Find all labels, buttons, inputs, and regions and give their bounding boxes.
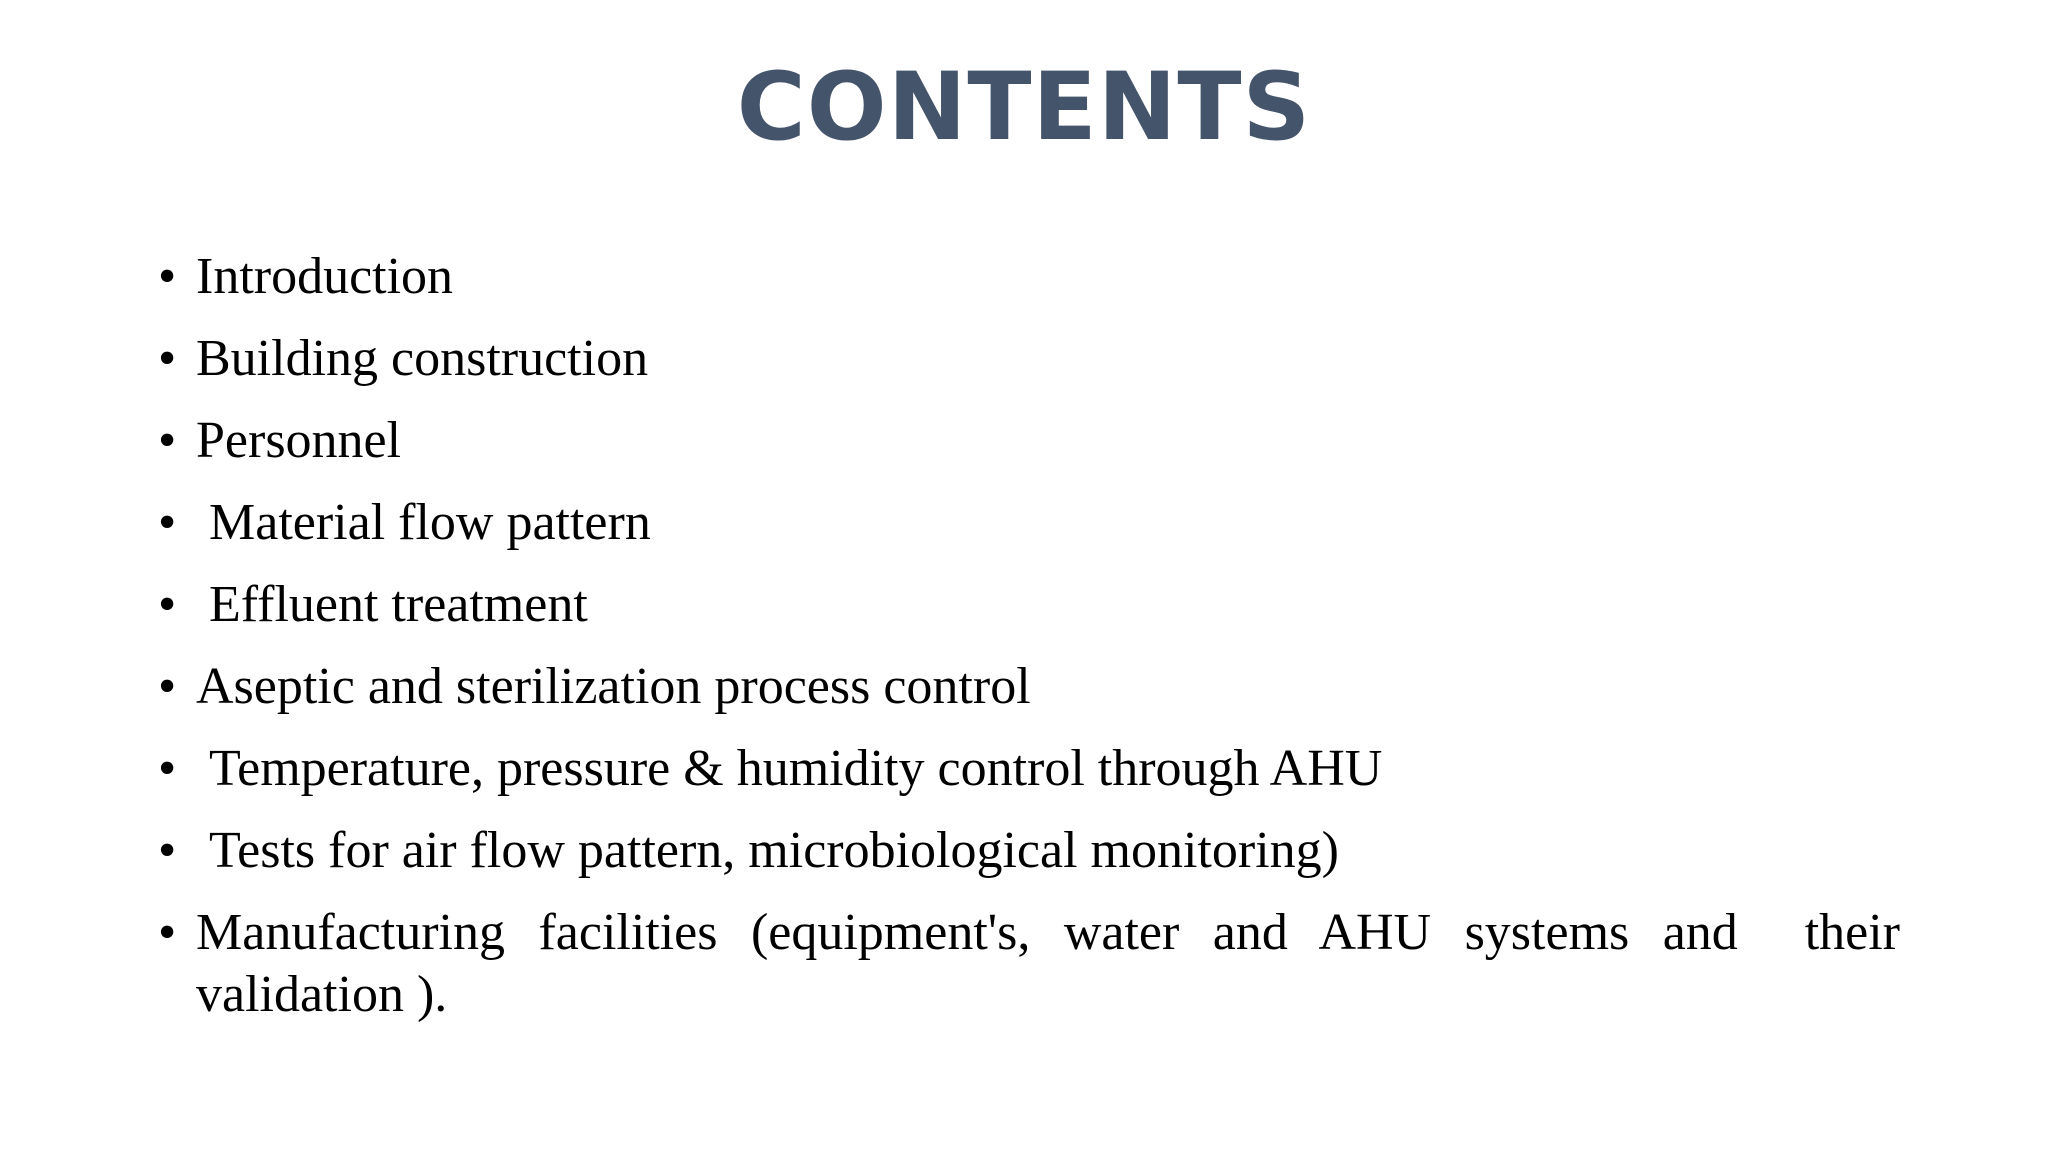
list-item-text: Effluent treatment — [196, 576, 588, 633]
bullet-icon: • — [158, 740, 177, 797]
list-item-text: Temperature, pressure & humidity control… — [196, 740, 1383, 797]
list-item-text: Material flow pattern — [196, 494, 651, 551]
list-item-text: Manufacturing facilities (equipment's, w… — [196, 904, 1913, 1023]
bullet-icon: • — [158, 412, 177, 469]
list-item-text: Tests for air flow pattern, microbiologi… — [196, 822, 1339, 879]
bullet-icon: • — [158, 576, 177, 633]
list-item: • Temperature, pressure & humidity contr… — [150, 738, 1900, 800]
bullet-icon: • — [158, 658, 177, 715]
list-item: • Material flow pattern — [150, 492, 1900, 554]
bullet-icon: • — [158, 904, 177, 961]
list-item: • Manufacturing facilities (equipment's,… — [150, 902, 1900, 1026]
list-item-text: Aseptic and sterilization process contro… — [196, 658, 1031, 715]
list-item-text: Personnel — [196, 412, 402, 469]
list-item-text: Introduction — [196, 248, 454, 305]
bullet-icon: • — [158, 330, 177, 387]
list-item: • Introduction — [150, 246, 1900, 308]
list-item: • Tests for air flow pattern, microbiolo… — [150, 820, 1900, 882]
list-item-text: Building construction — [196, 330, 649, 387]
list-item: • Building construction — [150, 328, 1900, 390]
list-item: • Aseptic and sterilization process cont… — [150, 656, 1900, 718]
list-item: • Effluent treatment — [150, 574, 1900, 636]
bullet-icon: • — [158, 822, 177, 879]
list-item: • Personnel — [150, 410, 1900, 472]
bullet-icon: • — [158, 248, 177, 305]
contents-list: • Introduction • Building construction •… — [150, 246, 1900, 1046]
bullet-icon: • — [158, 494, 177, 551]
slide-title: CONTENTS — [736, 53, 1312, 162]
